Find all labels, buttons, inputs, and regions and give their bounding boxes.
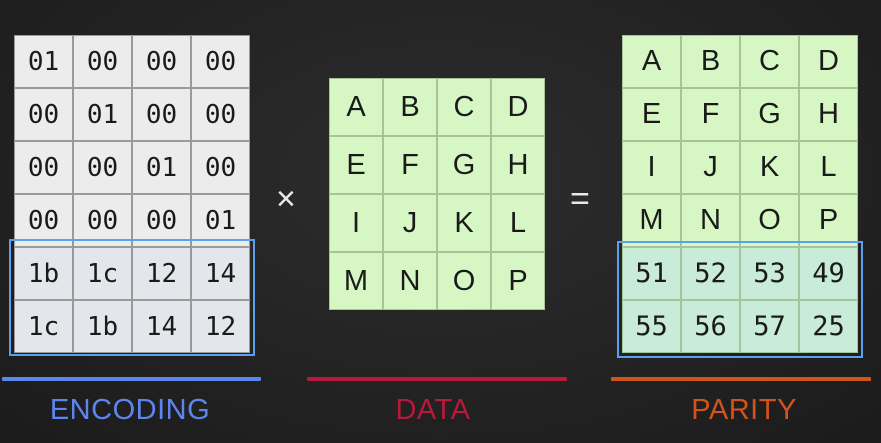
data-cell: O [437,252,491,310]
parity-cell: M [622,194,681,247]
parity-cell: 25 [799,300,858,353]
data-cell: B [383,78,437,136]
encoding-cell: 14 [132,300,191,353]
parity-cell: B [681,35,740,88]
encoding-cell: 1c [14,300,73,353]
encoding-cell: 00 [191,88,250,141]
parity-cell: 57 [740,300,799,353]
parity-cell: P [799,194,858,247]
data-cell: M [329,252,383,310]
encoding-cell: 12 [191,300,250,353]
parity-cell: L [799,141,858,194]
parity-cell: J [681,141,740,194]
data-cell: G [437,136,491,194]
parity-cell: N [681,194,740,247]
parity-cell: G [740,88,799,141]
encoding-cell: 1b [14,247,73,300]
multiply-operator: × [276,180,296,218]
encoding-cell: 00 [132,88,191,141]
data-cell: I [329,194,383,252]
encoding-label: ENCODING [49,394,211,426]
encoding-cell: 00 [14,194,73,247]
encoding-cell: 14 [191,247,250,300]
parity-label: PARITY [691,394,797,426]
parity-cell: 56 [681,300,740,353]
encoding-cell: 12 [132,247,191,300]
data-cell: L [491,194,545,252]
encoding-cell: 01 [14,35,73,88]
data-cell: K [437,194,491,252]
data-cell: E [329,136,383,194]
encoding-cell: 00 [132,194,191,247]
parity-cell: A [622,35,681,88]
encoding-cell: 00 [191,141,250,194]
encoding-cell: 01 [132,141,191,194]
encoding-cell: 01 [73,88,132,141]
data-cell: P [491,252,545,310]
data-rule [307,377,567,381]
parity-cell: 53 [740,247,799,300]
data-cell: C [437,78,491,136]
parity-cell: 52 [681,247,740,300]
parity-cell: O [740,194,799,247]
parity-cell: K [740,141,799,194]
parity-cell: F [681,88,740,141]
data-cell: N [383,252,437,310]
encoding-rule [2,377,261,381]
parity-cell: C [740,35,799,88]
data-cell: A [329,78,383,136]
encoding-cell: 00 [73,35,132,88]
data-cell: J [383,194,437,252]
parity-rule [611,377,871,381]
parity-cell: E [622,88,681,141]
data-label: DATA [395,394,471,426]
data-cell: D [491,78,545,136]
encoding-cell: 00 [14,141,73,194]
encoding-cell: 01 [191,194,250,247]
encoding-cell: 1c [73,247,132,300]
parity-cell: I [622,141,681,194]
data-cell: F [383,136,437,194]
encoding-cell: 00 [132,35,191,88]
equals-operator: = [570,180,590,218]
parity-cell: 49 [799,247,858,300]
parity-cell: 51 [622,247,681,300]
encoding-cell: 00 [73,141,132,194]
encoding-cell: 00 [191,35,250,88]
encoding-cell: 1b [73,300,132,353]
parity-cell: H [799,88,858,141]
encoding-cell: 00 [14,88,73,141]
parity-cell: D [799,35,858,88]
data-cell: H [491,136,545,194]
parity-cell: 55 [622,300,681,353]
encoding-cell: 00 [73,194,132,247]
